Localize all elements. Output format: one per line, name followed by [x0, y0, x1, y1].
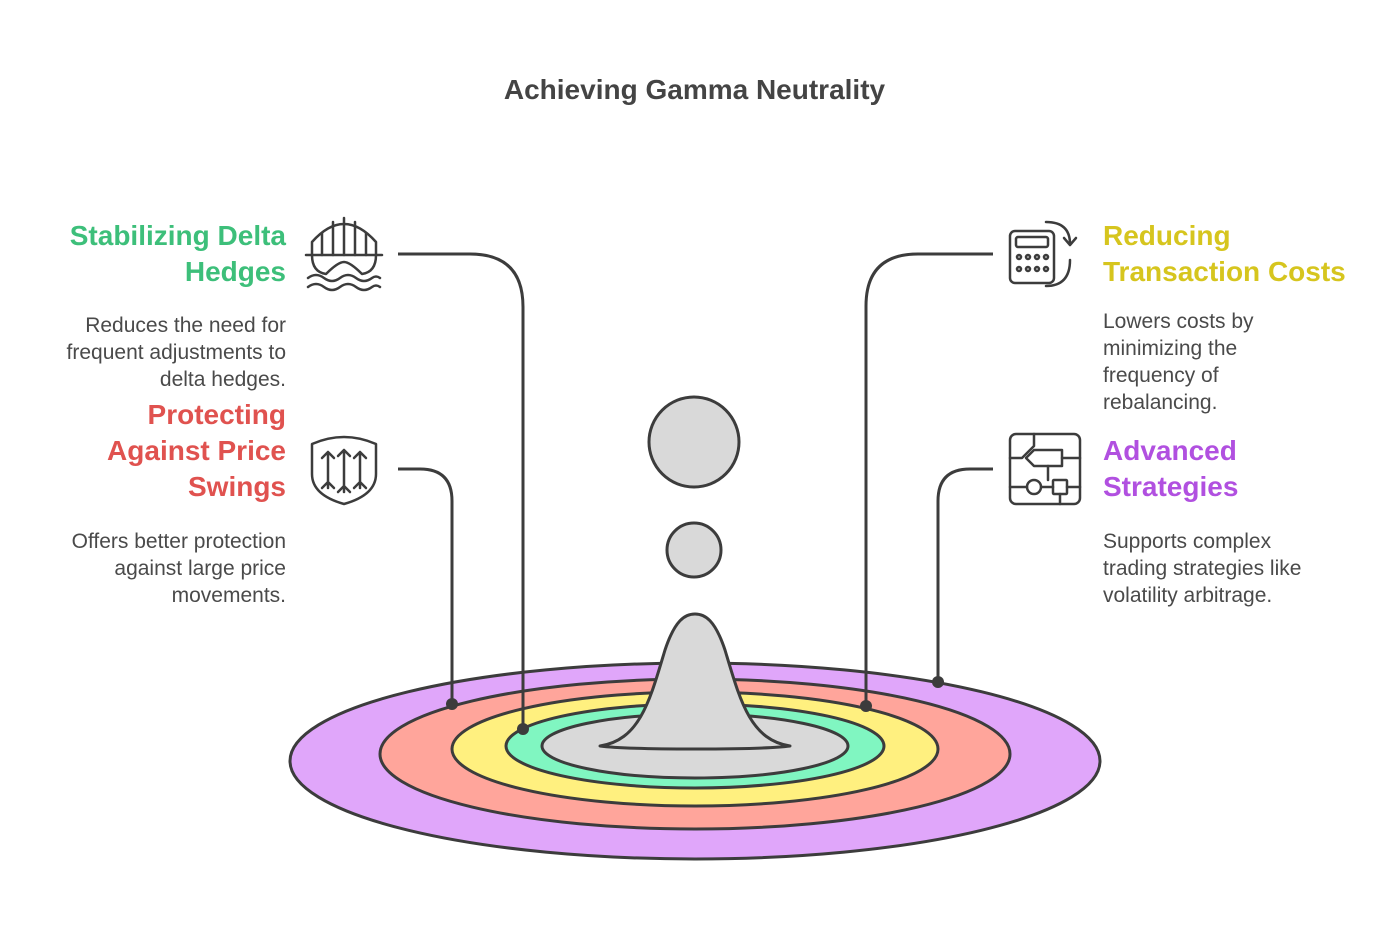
connector-dot-advanced — [932, 676, 944, 688]
desc-advanced-strategies: Supports complex trading strategies like… — [1103, 530, 1302, 607]
heading-reducing-transaction-costs: Reducing Transaction Costs — [1103, 220, 1346, 287]
connector-dot-reducing — [860, 700, 872, 712]
page-title: Achieving Gamma Neutrality — [503, 74, 886, 105]
heading-stabilizing-delta-hedges: Stabilizing Delta Hedges — [69, 220, 286, 287]
heading-advanced-strategies: Advanced Strategies — [1103, 435, 1239, 502]
connector-stabilizing-delta-hedges — [398, 252, 525, 729]
desc-protecting-against-price-swings: Offers better protection against large p… — [71, 530, 286, 607]
connector-dot-protecting — [446, 698, 458, 710]
desc-stabilizing-delta-hedges: Reduces the need for frequent adjustment… — [66, 314, 286, 391]
connector-dot-stabilizing — [517, 723, 529, 735]
calculator-refresh-icon — [1008, 220, 1078, 288]
connector-advanced-strategies — [936, 467, 993, 682]
heading-protecting-against-price-swings: Protecting Against Price Swings — [107, 399, 286, 502]
splash-peak — [598, 612, 792, 751]
bridge-water-icon — [304, 216, 384, 292]
connector-reducing-transaction-costs — [864, 252, 993, 706]
shield-arrows-icon — [310, 435, 378, 506]
droplet-large — [647, 395, 741, 489]
connector-protecting-against-price-swings — [398, 467, 454, 704]
droplet-small — [665, 521, 723, 579]
flowchart-icon — [1008, 432, 1082, 506]
desc-reducing-transaction-costs: Lowers costs by minimizing the frequency… — [1103, 310, 1254, 414]
